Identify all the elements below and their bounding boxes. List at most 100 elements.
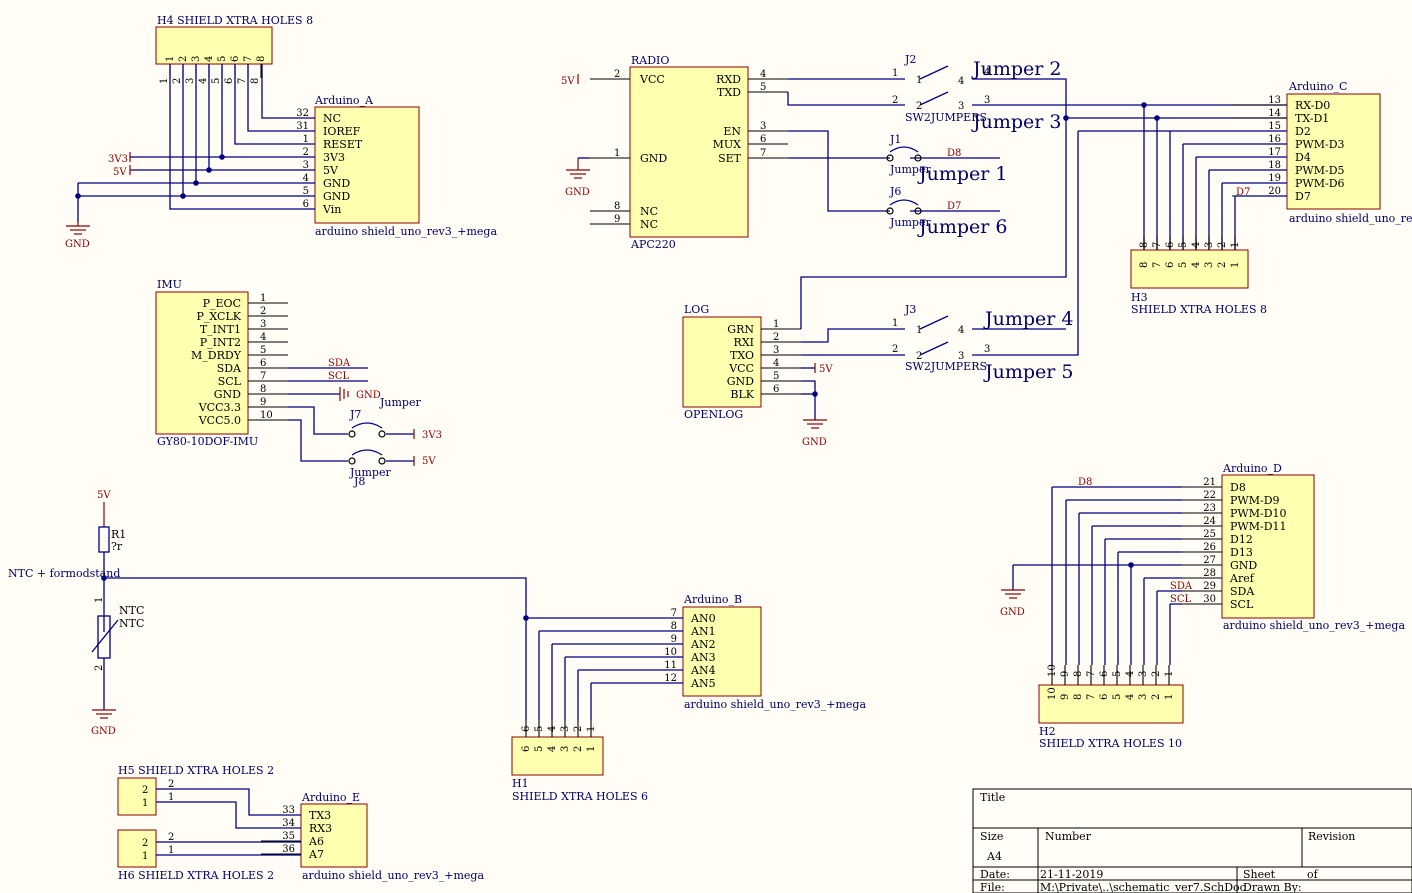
arduino-a-part: arduino shield_uno_rev3_+mega xyxy=(315,225,497,238)
log-pin-number: 3 xyxy=(773,345,779,356)
h2-pin-number: 5 xyxy=(1112,694,1123,700)
h1-pin-number: 3 xyxy=(560,746,571,752)
net-d7-radio: D7 xyxy=(947,201,961,212)
h3-pin-number: 7 xyxy=(1152,262,1163,268)
imu-pin-number: 5 xyxy=(260,345,266,356)
svg-text:H2: H2 xyxy=(1039,725,1056,738)
svg-text:J3: J3 xyxy=(904,303,916,316)
arduino-c-pin-number: 17 xyxy=(1268,147,1281,158)
arduino-d-pin-name: PWM-D9 xyxy=(1230,494,1280,507)
arduino-a-pin-name: Vin xyxy=(322,203,341,216)
svg-text:OPENLOG: OPENLOG xyxy=(684,408,743,421)
net-5v-a: 5V xyxy=(113,167,127,178)
radio-pin-number: 9 xyxy=(614,214,620,225)
openlog-wires xyxy=(800,118,1079,420)
radio-pin-number: 5 xyxy=(760,82,766,93)
h3-pin-number: 5 xyxy=(1178,262,1189,268)
arduino-e-pin-number: 33 xyxy=(282,805,295,816)
arduino-c-pin-name: D4 xyxy=(1295,151,1311,164)
h4-pin-number: 7 xyxy=(243,56,254,62)
label-jumper-3: Jumper 3 xyxy=(971,111,1062,133)
svg-text:J7: J7 xyxy=(349,408,361,421)
h1-pin-outer: 5 xyxy=(534,726,545,732)
h4-pin-outer: 8 xyxy=(250,78,261,84)
svg-text:SW2JUMPERS: SW2JUMPERS xyxy=(905,111,987,124)
arduino-d-pin-number: 26 xyxy=(1203,542,1216,553)
arduino-c-pin-name: PWM-D6 xyxy=(1295,177,1345,190)
radio-pin-name: MUX xyxy=(713,138,742,151)
h3-pin-number: 8 xyxy=(1139,262,1150,268)
svg-text:H5 SHIELD XTRA HOLES 2: H5 SHIELD XTRA HOLES 2 xyxy=(118,764,274,777)
h4-pin-number: 8 xyxy=(256,56,267,62)
arduino-c-pin-name: PWM-D5 xyxy=(1295,164,1345,177)
svg-text:NTC: NTC xyxy=(119,617,144,630)
h2-pin-number: 10 xyxy=(1047,687,1058,700)
h3-pin-number: 6 xyxy=(1165,262,1176,268)
svg-text:GND: GND xyxy=(356,390,381,401)
arduino-c-pin-name: D7 xyxy=(1295,190,1311,203)
arduino-c-wires xyxy=(1078,105,1287,250)
imu-pin-name: VCC3.3 xyxy=(198,401,241,414)
h2-pin-outer: 3 xyxy=(1138,671,1149,677)
svg-text:GND: GND xyxy=(1000,607,1025,618)
radio-pin-name: VCC xyxy=(639,73,665,86)
arduino-c-pin-number: 18 xyxy=(1268,160,1281,171)
svg-text:Arduino_B: Arduino_B xyxy=(683,593,742,606)
arduino-d-pin-name: D13 xyxy=(1230,546,1253,559)
arduino-a-pin-name: IOREF xyxy=(323,125,361,138)
svg-text:J1: J1 xyxy=(889,133,901,146)
h3-pin-outer: 1 xyxy=(1230,242,1241,248)
h1-pin-outer: 6 xyxy=(521,726,532,732)
arduino-e-pin-number: 35 xyxy=(282,831,295,842)
h4-pin-outer: 5 xyxy=(211,78,222,84)
svg-text:2: 2 xyxy=(168,779,174,790)
h1-pin-outer: 1 xyxy=(586,726,597,732)
h3-pin-number: 4 xyxy=(1191,262,1202,268)
imu-pin-number: 3 xyxy=(260,319,266,330)
h4-pin-outer: 6 xyxy=(224,78,235,84)
arduino-e-pin-name: TX3 xyxy=(309,809,331,822)
h3-pin-outer: 2 xyxy=(1217,242,1228,248)
arduino-c-pin-name: D2 xyxy=(1295,125,1311,138)
label-jumper-5: Jumper 5 xyxy=(983,361,1074,383)
svg-text:H1: H1 xyxy=(512,777,529,790)
h1-pin-outer: 3 xyxy=(560,726,571,732)
svg-text:4: 4 xyxy=(984,67,990,78)
h2-pin-outer: 4 xyxy=(1125,671,1136,677)
log-pin-number: 5 xyxy=(773,371,779,382)
h4-pin-outer: 4 xyxy=(198,78,209,84)
arduino-a-pin-name: RESET xyxy=(323,138,363,151)
imu-pin-number: 7 xyxy=(260,371,266,382)
arduino-a-pin-number: 2 xyxy=(303,147,309,158)
svg-text:3: 3 xyxy=(984,344,990,355)
arduino-d-pin-number: 24 xyxy=(1203,516,1216,527)
arduino-a-pin-name: 5V xyxy=(323,164,339,177)
arduino-a-pin-number: 5 xyxy=(303,186,309,197)
svg-text:H6 SHIELD XTRA HOLES 2: H6 SHIELD XTRA HOLES 2 xyxy=(118,869,274,882)
svg-text:1: 1 xyxy=(168,845,174,856)
svg-text:3V3: 3V3 xyxy=(422,430,442,441)
arduino-e-pin-name: A6 xyxy=(308,835,324,848)
radio-pin-name: NC xyxy=(640,205,658,218)
h2-pin-number: 1 xyxy=(1164,694,1175,700)
arduino-a-pin-name: GND xyxy=(323,177,350,190)
net-gnd-a: GND xyxy=(65,239,90,250)
h3-pin-outer: 6 xyxy=(1165,242,1176,248)
jumper-j6: J6 Jumper xyxy=(886,185,931,229)
arduino-d-pin-name: PWM-D11 xyxy=(1230,520,1287,533)
radio-part: APC220 xyxy=(630,238,676,251)
svg-text:1: 1 xyxy=(892,318,898,329)
arduino-a-pin-number: 4 xyxy=(303,173,309,184)
log-pin-name: BLK xyxy=(730,388,754,401)
h4-pin-number: 4 xyxy=(204,56,215,62)
imu-pin-name: GND xyxy=(214,388,241,401)
svg-text:1: 1 xyxy=(168,792,174,803)
svg-text:Arduino_D: Arduino_D xyxy=(1222,462,1282,475)
imu-pin-number: 6 xyxy=(260,358,266,369)
arduino-c-pin-name: RX-D0 xyxy=(1295,99,1330,112)
log-pin-name: GRN xyxy=(727,323,754,336)
h3-pin-outer: 5 xyxy=(1178,242,1189,248)
log-pin-number: 6 xyxy=(773,384,779,395)
